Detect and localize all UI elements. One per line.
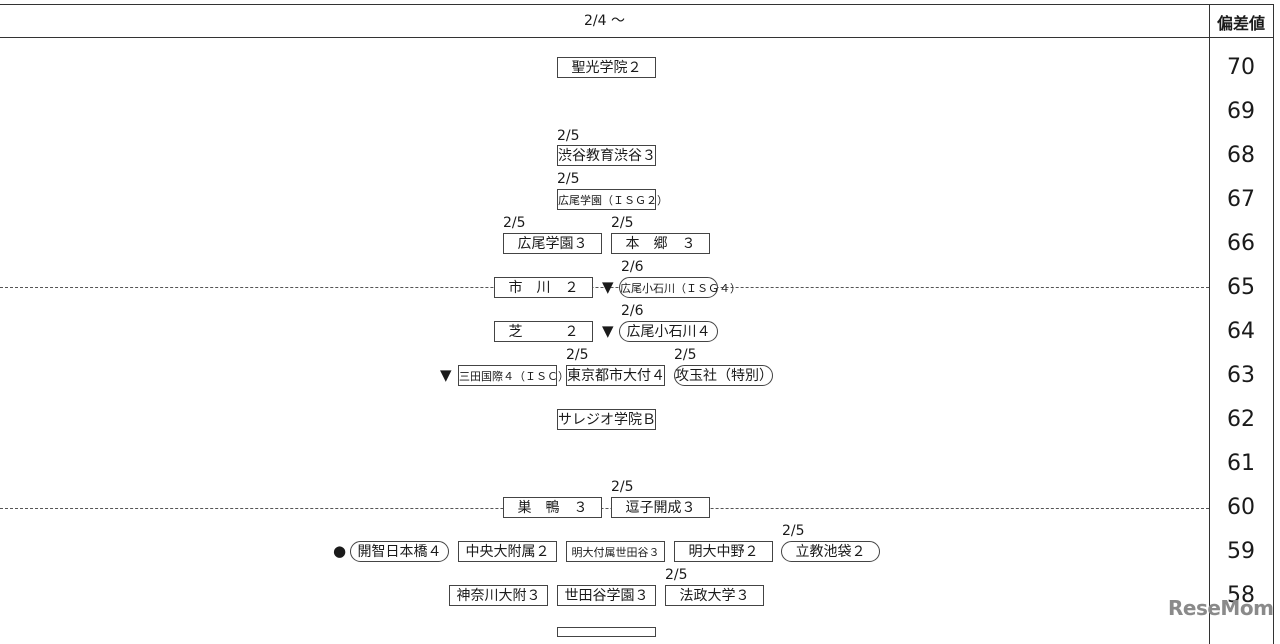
exam-date-label: 2/6 xyxy=(621,303,644,319)
school-box: 東京都市大付４ xyxy=(566,365,665,386)
school-box: 明大中野２ xyxy=(674,541,773,562)
score-64: 64 xyxy=(1227,319,1255,344)
down-triangle-marker: ▼ xyxy=(602,322,614,340)
table-right-border xyxy=(1273,4,1274,644)
exam-date-label: 2/5 xyxy=(503,215,526,231)
school-box: 逗子開成３ xyxy=(611,497,710,518)
score-66: 66 xyxy=(1227,231,1255,256)
school-box: 広尾小石川４ xyxy=(619,321,718,342)
school-box: 攻玉社（特別） xyxy=(674,365,773,386)
school-box: 明大付属世田谷３ xyxy=(566,541,665,562)
score-69: 69 xyxy=(1227,99,1255,124)
score-67: 67 xyxy=(1227,187,1255,212)
score-63: 63 xyxy=(1227,363,1255,388)
score-59: 59 xyxy=(1227,539,1255,564)
filled-circle-marker: ● xyxy=(333,542,347,560)
school-box: 神奈川大附３ xyxy=(449,585,548,606)
exam-date-label: 2/5 xyxy=(557,171,580,187)
resemom-watermark: ReseMom xyxy=(1168,596,1274,620)
school-box: 三田国際４（ＩＳＣ） xyxy=(458,365,569,386)
table-top-border xyxy=(0,4,1274,5)
school-box: 聖光学院２ xyxy=(557,57,656,78)
school-box: 立教池袋２ xyxy=(781,541,880,562)
score-70: 70 xyxy=(1227,55,1255,80)
school-box: 広尾学園３ xyxy=(503,233,602,254)
exam-date-label: 2/5 xyxy=(674,347,697,363)
dashed-line-65 xyxy=(0,287,1209,288)
exam-date-label: 2/5 xyxy=(557,128,580,144)
exam-date-label: 2/5 xyxy=(665,567,688,583)
down-triangle-marker: ▼ xyxy=(440,366,452,384)
exam-date-label: 2/5 xyxy=(566,347,589,363)
score-61: 61 xyxy=(1227,451,1255,476)
school-box: 巣 鴨 ３ xyxy=(503,497,602,518)
score-58: 58 xyxy=(1227,583,1255,608)
school-box: 渋谷教育渋谷３ xyxy=(557,145,656,166)
score-60: 60 xyxy=(1227,495,1255,520)
dashed-line-60 xyxy=(0,508,1209,509)
date-range-header: 2/4 〜 xyxy=(584,13,625,29)
down-triangle-marker: ▼ xyxy=(602,278,614,296)
school-box: 法政大学３ xyxy=(665,585,764,606)
school-box-partial xyxy=(557,627,656,637)
deviation-column-divider xyxy=(1209,4,1210,644)
school-box: 開智日本橋４ xyxy=(350,541,449,562)
school-box: 中央大附属２ xyxy=(458,541,557,562)
score-65: 65 xyxy=(1227,275,1255,300)
school-box: 市 川 ２ xyxy=(494,277,593,298)
exam-date-label: 2/5 xyxy=(782,523,805,539)
score-68: 68 xyxy=(1227,143,1255,168)
exam-date-label: 2/5 xyxy=(611,215,634,231)
school-box: 芝 ２ xyxy=(494,321,593,342)
deviation-value-header: 偏差値 xyxy=(1216,14,1265,33)
header-bottom-border xyxy=(0,37,1274,38)
school-box: 広尾学園（ＩＳＧ２） xyxy=(557,189,668,210)
score-62: 62 xyxy=(1227,407,1255,432)
exam-date-label: 2/5 xyxy=(611,479,634,495)
exam-date-label: 2/6 xyxy=(621,259,644,275)
school-box: サレジオ学院Ｂ xyxy=(557,409,656,430)
school-box: 本 郷 ３ xyxy=(611,233,710,254)
school-box: 広尾小石川（ＩＳＧ４） xyxy=(619,277,741,298)
school-box: 世田谷学園３ xyxy=(557,585,656,606)
